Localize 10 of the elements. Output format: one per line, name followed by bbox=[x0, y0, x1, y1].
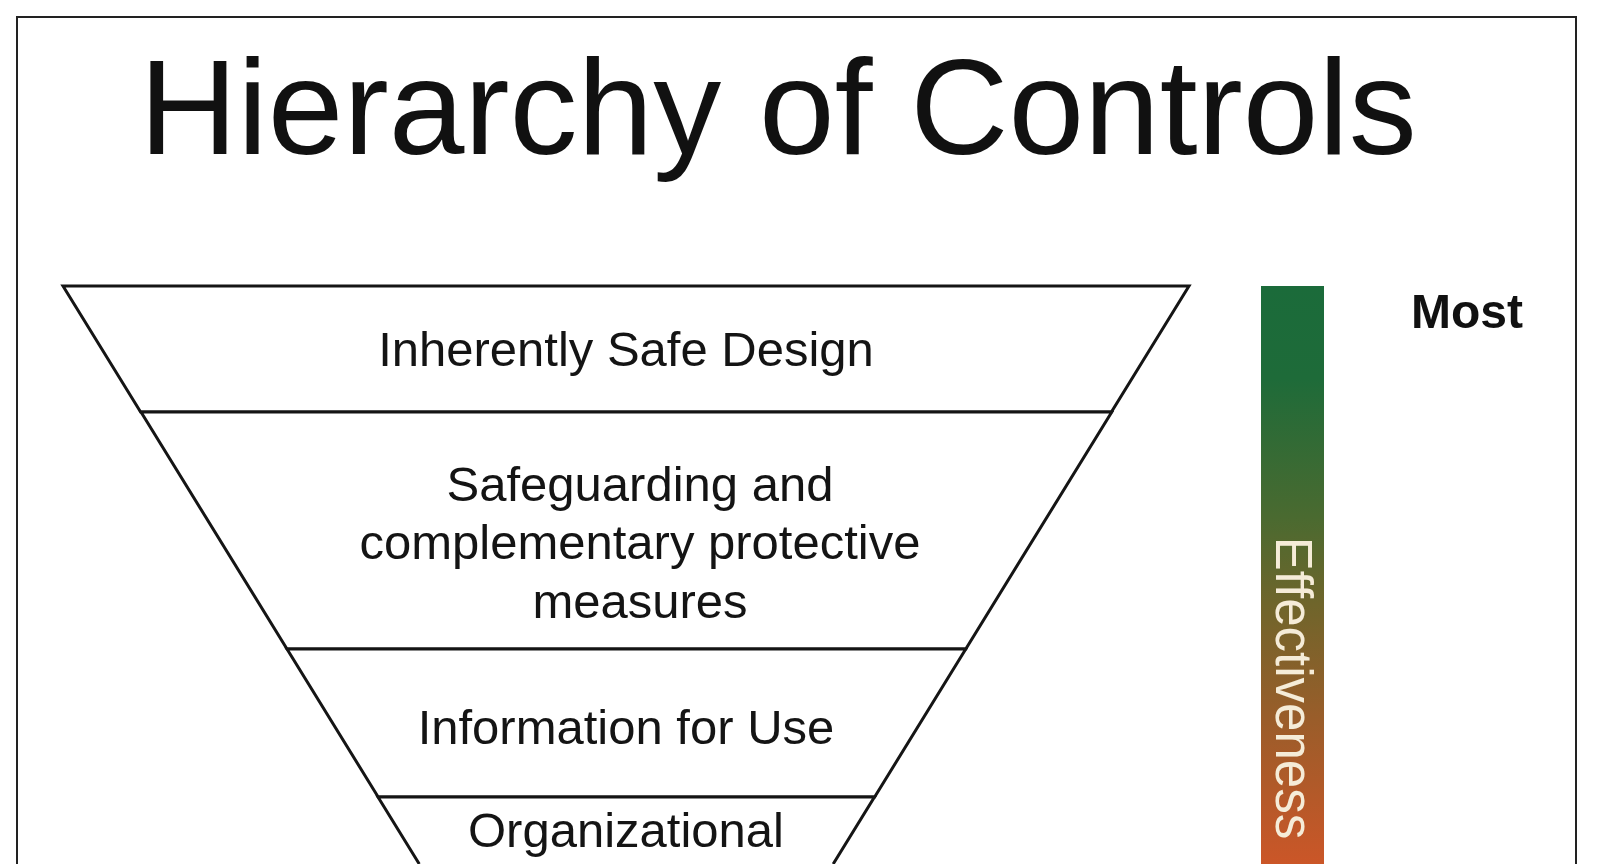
level-label: Safeguarding and complementary protective measures bbox=[358, 455, 922, 630]
hierarchy-level bbox=[374, 794, 878, 864]
hierarchy-level bbox=[60, 283, 1192, 415]
level-label: Information for Use bbox=[416, 698, 836, 756]
level-label: Inherently Safe Design bbox=[377, 320, 875, 378]
scale-end-label: Most bbox=[1411, 288, 1523, 336]
effectiveness-bar bbox=[1261, 286, 1324, 864]
level-label: Organizational bbox=[467, 802, 785, 859]
diagram-title: Hierarchy of Controls bbox=[139, 30, 1417, 185]
axis-label: Effectiveness bbox=[1267, 536, 1318, 840]
